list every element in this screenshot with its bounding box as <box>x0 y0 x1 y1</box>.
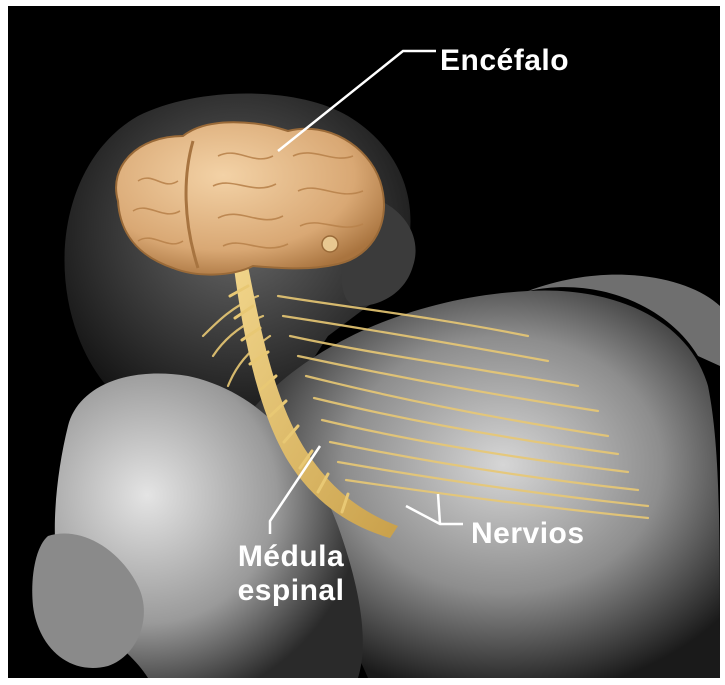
nerves-label: Nervios <box>471 517 585 551</box>
anatomy-photo: Encéfalo Nervios Médula espinal <box>8 6 720 678</box>
spinal-cord-label: Médula espinal <box>206 540 376 608</box>
brain <box>116 122 384 274</box>
spinal-cord-label-line2: espinal <box>206 574 376 608</box>
brain-label: Encéfalo <box>440 44 569 78</box>
spinal-cord-label-line1: Médula <box>206 540 376 574</box>
